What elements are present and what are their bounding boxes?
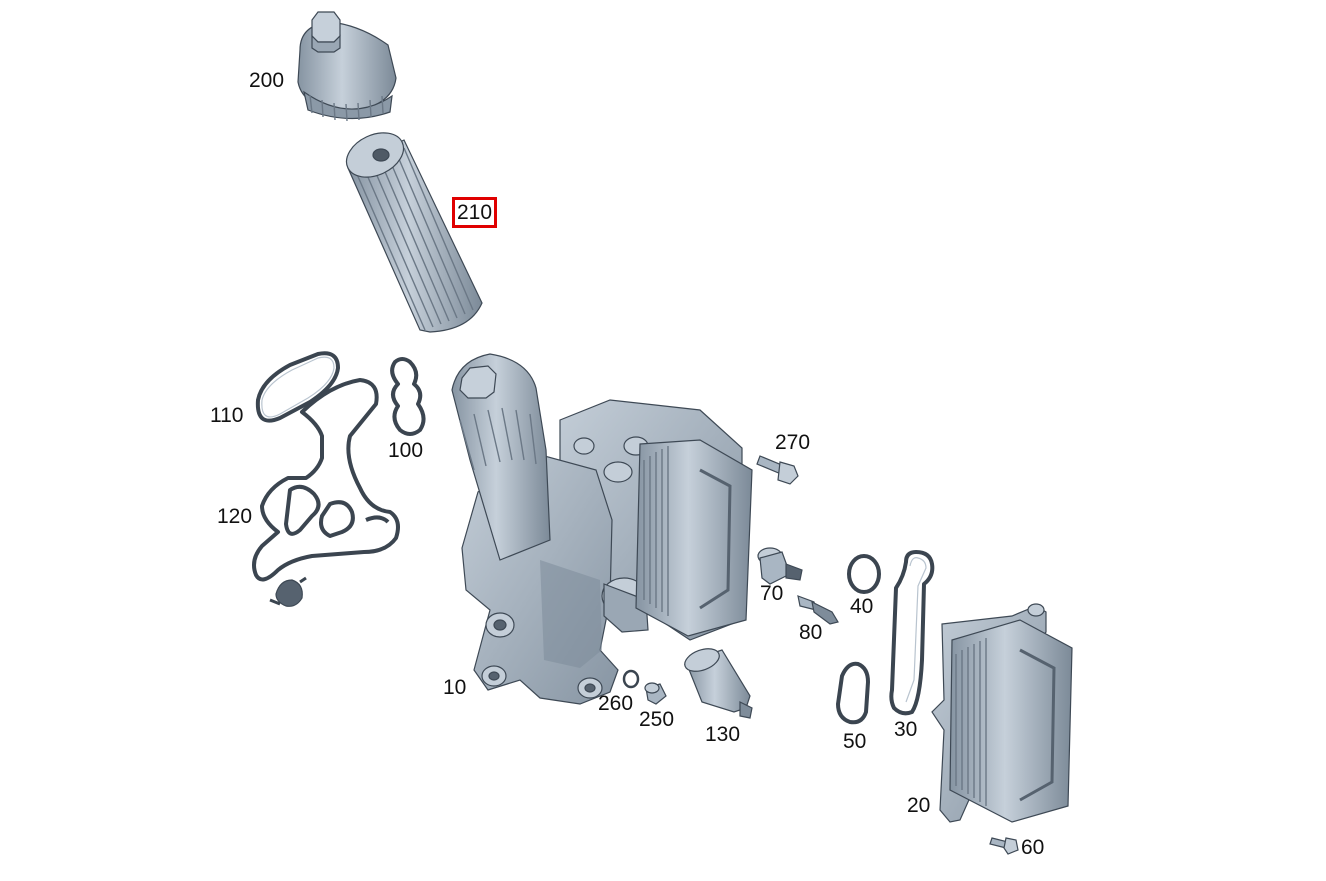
- callout-250[interactable]: 250: [639, 708, 675, 731]
- part-130-valve[interactable]: [682, 644, 753, 719]
- part-60-screw[interactable]: [989, 837, 1019, 855]
- part-30-gasket[interactable]: [889, 550, 935, 716]
- part-20-oil-cooler[interactable]: [931, 603, 1073, 823]
- callout-30[interactable]: 30: [894, 718, 918, 741]
- part-80-temperature-sensor[interactable]: [797, 595, 839, 625]
- part-70-sensor[interactable]: [757, 547, 803, 585]
- part-120-gasket[interactable]: [252, 378, 400, 607]
- callout-110[interactable]: 110: [210, 404, 244, 427]
- part-100-seal[interactable]: [390, 357, 426, 436]
- callout-10[interactable]: 10: [443, 676, 467, 699]
- part-110-gasket[interactable]: [255, 351, 340, 423]
- callout-80[interactable]: 80: [799, 621, 823, 644]
- callout-60[interactable]: 60: [1021, 836, 1045, 859]
- part-10-oil-filter-housing[interactable]: [451, 353, 753, 705]
- part-200-filter-cap[interactable]: [297, 11, 397, 122]
- part-260-o-ring[interactable]: [622, 669, 640, 689]
- callout-200[interactable]: 200: [249, 69, 285, 92]
- callout-210-selected[interactable]: 210: [451, 197, 498, 228]
- part-250-plug[interactable]: [644, 682, 667, 705]
- callout-130[interactable]: 130: [705, 723, 741, 746]
- part-210-filter-element[interactable]: [339, 124, 483, 333]
- part-50-gasket[interactable]: [836, 661, 870, 725]
- callout-270[interactable]: 270: [775, 431, 811, 454]
- callout-70[interactable]: 70: [760, 582, 784, 605]
- callout-100[interactable]: 100: [388, 439, 424, 462]
- part-40-o-ring[interactable]: [847, 554, 881, 594]
- callout-40[interactable]: 40: [850, 595, 874, 618]
- callout-120[interactable]: 120: [217, 505, 253, 528]
- part-270-bolt[interactable]: [756, 455, 799, 485]
- callout-260[interactable]: 260: [598, 692, 634, 715]
- callout-20[interactable]: 20: [907, 794, 931, 817]
- callout-50[interactable]: 50: [843, 730, 867, 753]
